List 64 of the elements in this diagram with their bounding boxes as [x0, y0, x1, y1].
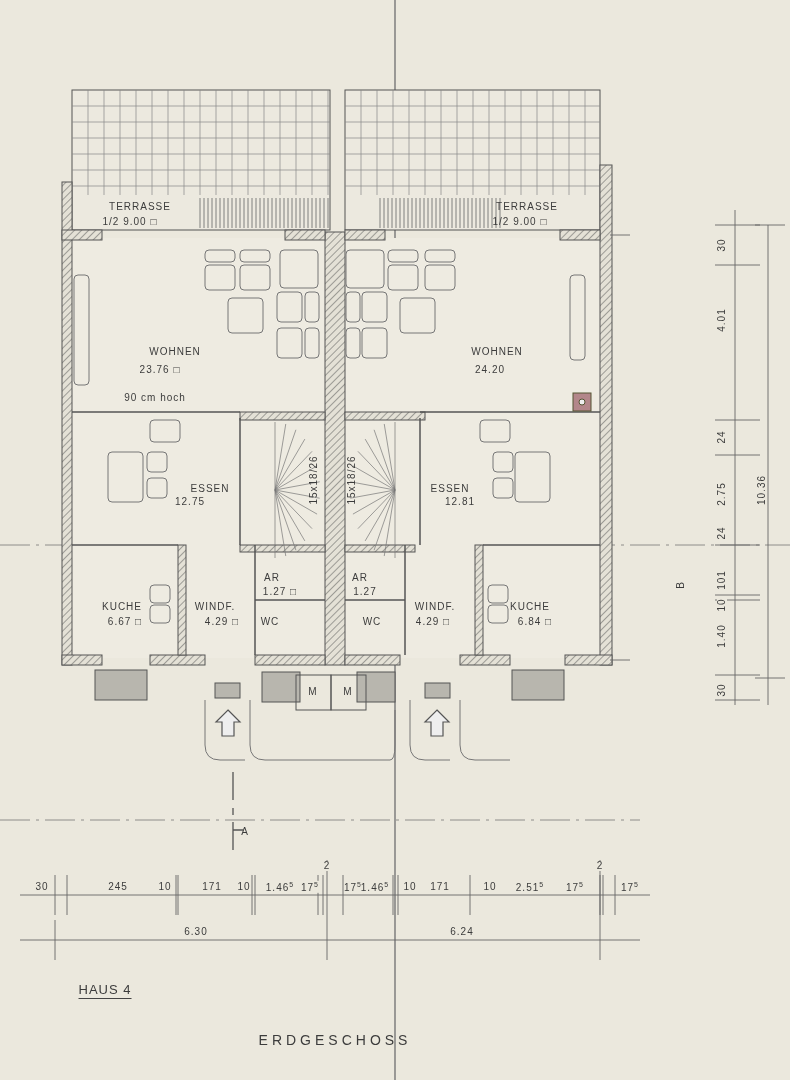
room-label: WINDF. [414, 602, 456, 612]
dimension-label: 6.24 [450, 927, 474, 937]
room-label: 6.67 □ [107, 617, 143, 627]
room-label: A [241, 827, 249, 837]
room-label: 12.81 [445, 497, 475, 507]
room-label: 1.27 [353, 587, 377, 597]
dimension-label: 2.75 [717, 482, 727, 506]
dimension-label: 10 [483, 882, 497, 892]
room-label: M [343, 687, 353, 697]
dimension-label: 171 [430, 882, 450, 892]
dimension-label: 17$^{5}$ [621, 880, 639, 894]
dimension-label: 2 [596, 861, 604, 871]
room-label: 4.29 □ [415, 617, 451, 627]
room-label: WOHNEN [471, 347, 523, 357]
room-label: ESSEN [190, 484, 230, 494]
dimension-label: 2 [323, 861, 331, 871]
room-label: M [308, 687, 318, 697]
room-label: 1/2 9.00 □ [102, 217, 158, 227]
dimension-label: 30 [35, 882, 49, 892]
dimension-label: 171 [202, 882, 222, 892]
dimension-label: 10.36 [757, 475, 767, 505]
room-label: 6.84 □ [517, 617, 553, 627]
dimension-label: 17$^{5}$ [344, 880, 362, 894]
dimension-label: 10 [717, 598, 727, 612]
room-label: 1.27 □ [262, 587, 298, 597]
room-label: 23.76 □ [139, 365, 181, 375]
room-label: AR [352, 573, 368, 583]
dimension-label: 4.01 [717, 308, 727, 332]
dimension-label: 10 [403, 882, 417, 892]
dimension-label: 30 [717, 683, 727, 697]
room-label: 15x18/26 [309, 455, 319, 505]
dimension-label: 245 [108, 882, 128, 892]
dimension-label: 17$^{5}$ [566, 880, 584, 894]
house-label: HAUS 4 [78, 983, 132, 999]
dimension-label: 30 [717, 238, 727, 252]
room-label: WOHNEN [149, 347, 201, 357]
room-label: KUCHE [102, 602, 142, 612]
dimension-label: 1.40 [717, 624, 727, 648]
room-label: 24.20 [475, 365, 505, 375]
room-label: 12.75 [175, 497, 205, 507]
room-label: WC [362, 617, 382, 627]
room-label: TERRASSE [109, 202, 171, 212]
room-label: 4.29 □ [204, 617, 240, 627]
room-label: TERRASSE [496, 202, 558, 212]
dimension-label: 17$^{5}$ [301, 880, 319, 894]
dimension-label: 6.30 [184, 927, 208, 937]
dimension-label: 24 [717, 526, 727, 540]
room-label: B [676, 581, 686, 589]
room-label: WINDF. [194, 602, 236, 612]
room-label: 15x18/26 [347, 455, 357, 505]
dimension-label: 10 [158, 882, 172, 892]
dimension-label: 2.51$^{5}$ [515, 880, 545, 894]
dimension-label: 10 [237, 882, 251, 892]
room-label: 90 cm hoch [124, 393, 186, 403]
dimension-label: 24 [717, 430, 727, 444]
dimension-label: 101 [717, 570, 727, 590]
drawing-title: ERDGESCHOSS [258, 1033, 412, 1047]
room-label: ESSEN [430, 484, 470, 494]
room-label: KUCHE [510, 602, 550, 612]
room-label: 1/2 9.00 □ [492, 217, 548, 227]
dimension-label: 1.46$^{5}$ [265, 880, 295, 894]
room-label: WC [260, 617, 280, 627]
dimension-label: 1.46$^{5}$ [360, 880, 390, 894]
room-label: AR [264, 573, 280, 583]
